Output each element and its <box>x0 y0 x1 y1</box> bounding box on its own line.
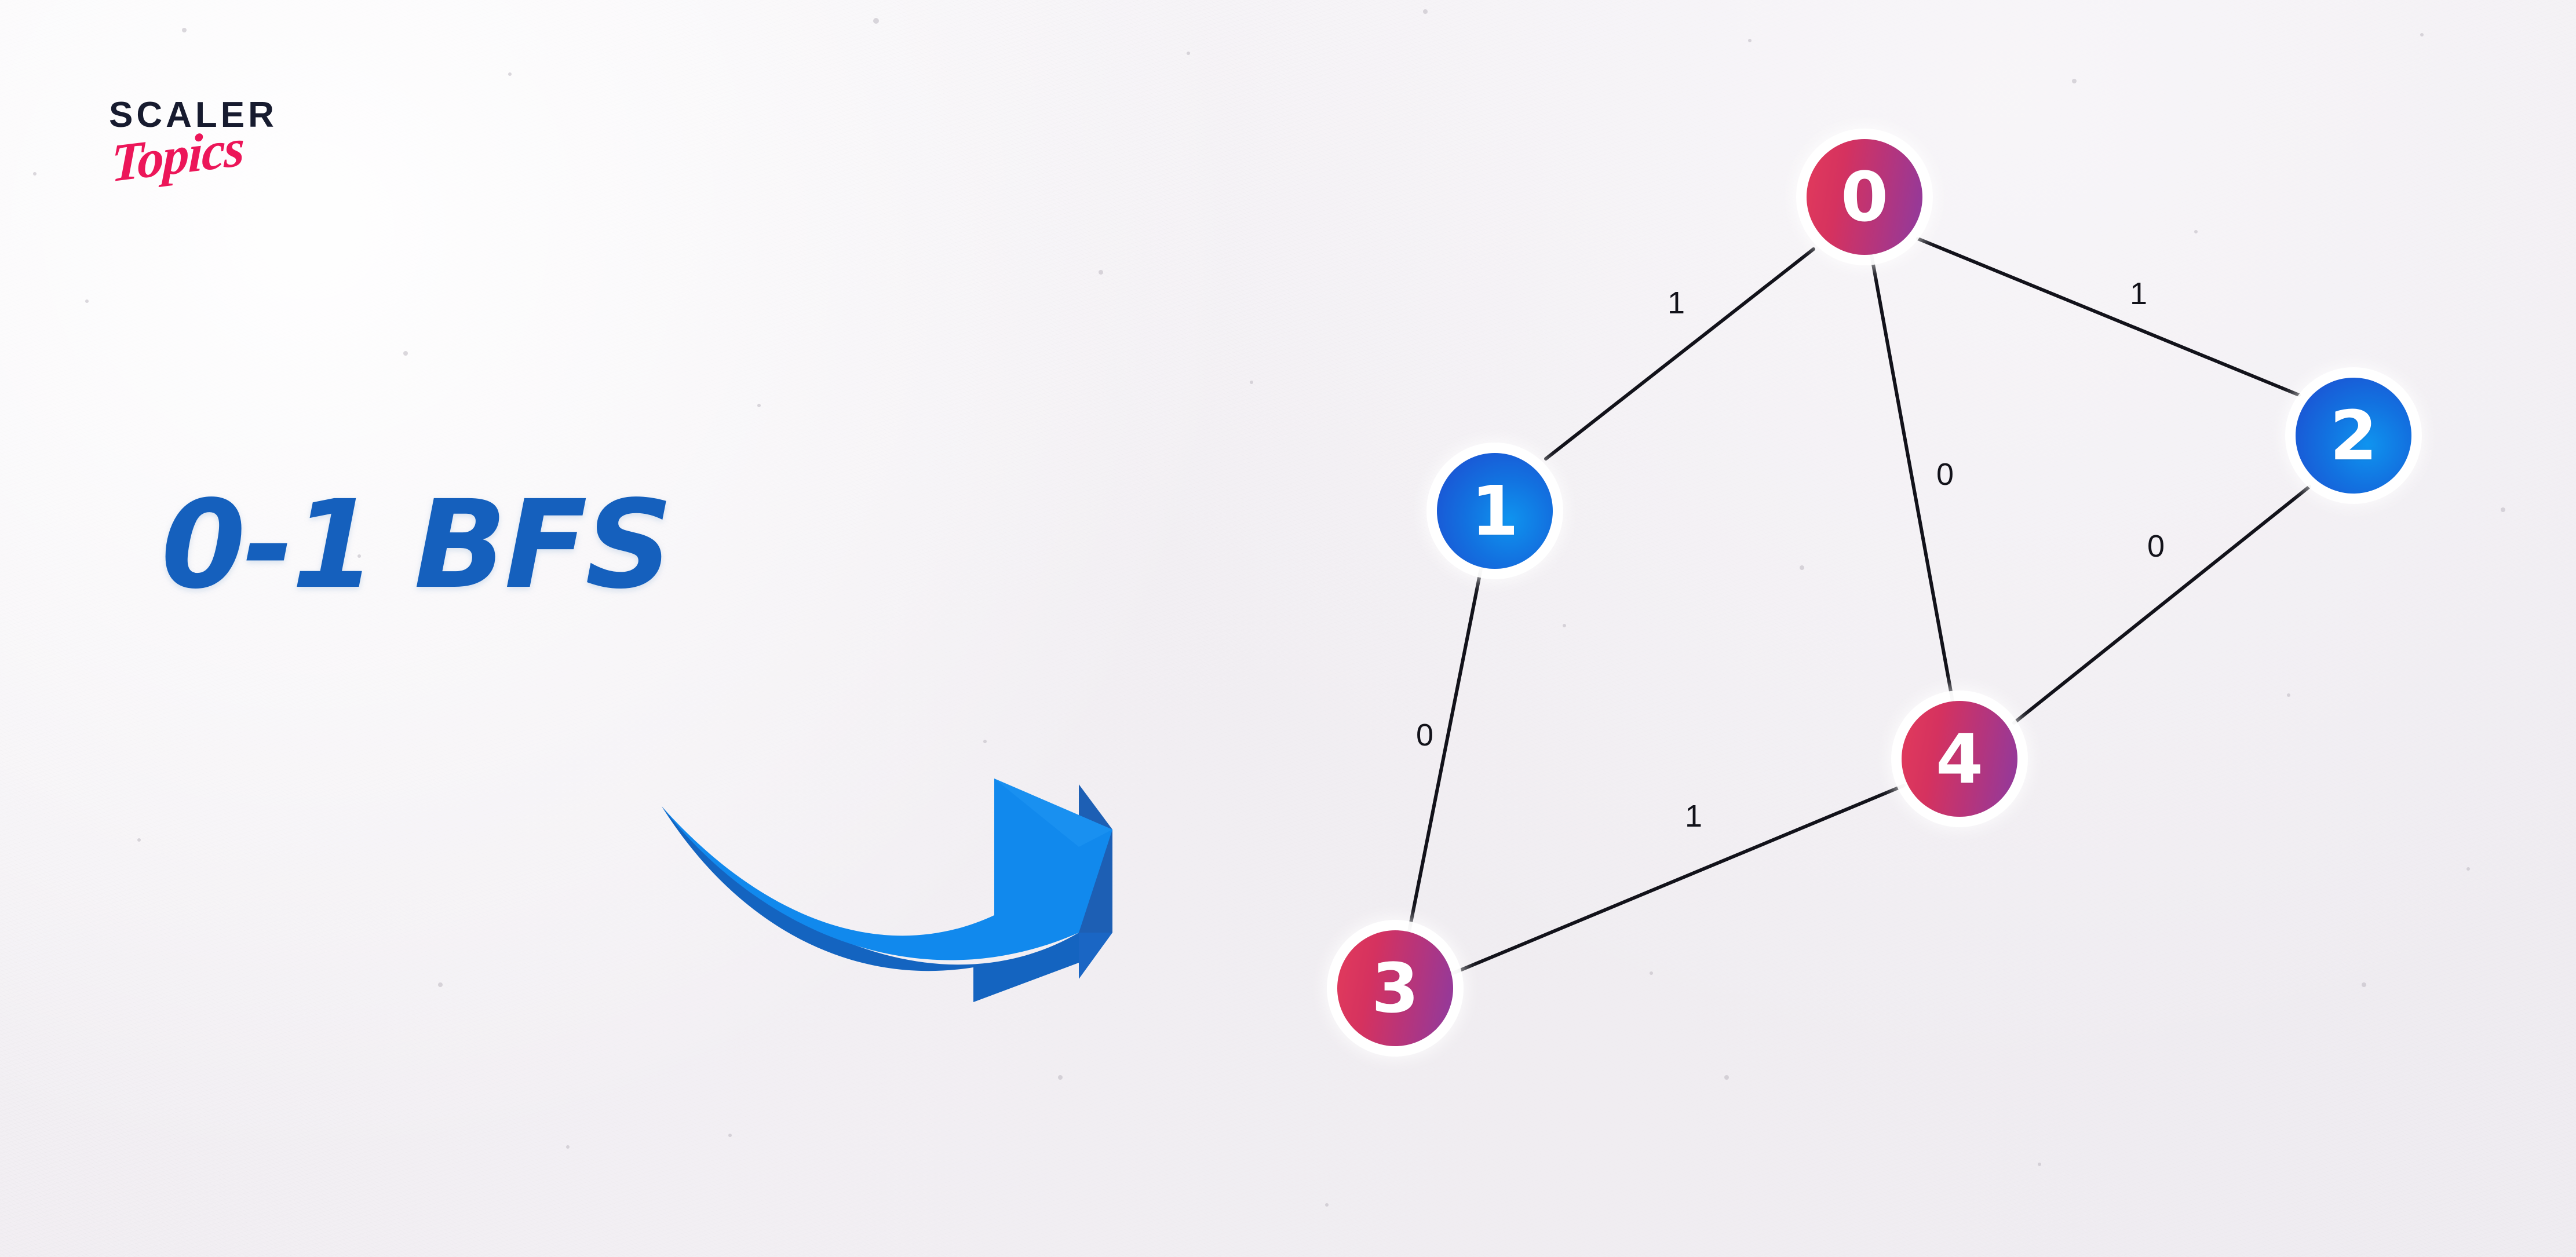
edge-2-4 <box>2012 485 2311 725</box>
graph-node-3[interactable]: 3 <box>1337 930 1453 1046</box>
graph-node-1-label: 1 <box>1471 471 1519 551</box>
edge-3-4 <box>1451 784 1906 975</box>
brand-name-primary: SCALER <box>109 95 278 135</box>
edge-1-3 <box>1407 567 1483 933</box>
graph-node-4-label: 4 <box>1935 719 1984 799</box>
curved-arrow-right-icon <box>649 759 1147 1002</box>
edge-0-1 <box>1544 247 1815 461</box>
graph-node-3-label: 3 <box>1371 948 1420 1028</box>
graph-node-2-label: 2 <box>2329 396 2378 476</box>
graph-node-2[interactable]: 2 <box>2296 378 2411 494</box>
graph-node-4[interactable]: 4 <box>1902 701 2017 817</box>
edge-label-3-4: 1 <box>1685 799 1703 834</box>
edge-0-2 <box>1916 237 2301 397</box>
edge-label-0-2: 1 <box>2130 276 2148 311</box>
graph-node-0-label: 0 <box>1840 157 1889 237</box>
page-title: 0-1 BFS <box>161 474 673 616</box>
edge-label-1-3: 0 <box>1416 718 1434 752</box>
brand-logo: SCALER Topics <box>109 95 278 193</box>
edge-label-2-4: 0 <box>2147 529 2165 564</box>
edge-label-0-4: 0 <box>1936 457 1954 492</box>
graph-node-0[interactable]: 0 <box>1807 139 1922 255</box>
edge-0-4 <box>1870 253 1954 703</box>
edge-label-0-1: 1 <box>1668 286 1685 320</box>
graph-node-1[interactable]: 1 <box>1437 453 1553 569</box>
